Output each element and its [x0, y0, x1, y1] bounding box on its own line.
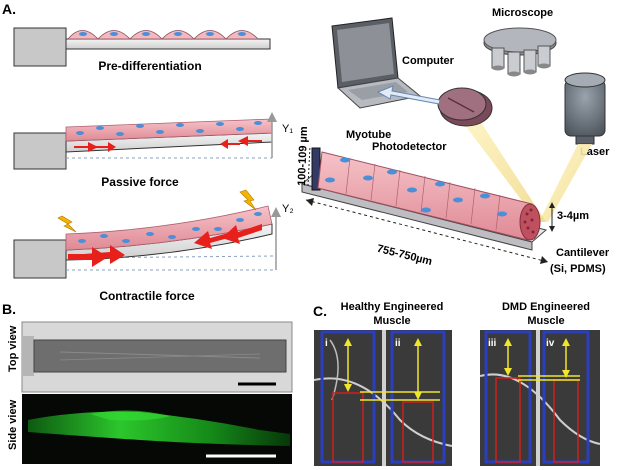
- photodetector-icon: [437, 87, 493, 127]
- myotube-cross-section: [519, 203, 541, 241]
- stage-pre-differentiation: Pre-differentiation: [13, 27, 271, 73]
- stimulus-bolt-icon: [57, 189, 257, 233]
- label-healthy-line1: Healthy Engineered: [341, 301, 444, 313]
- frame-label-iii: iii: [488, 338, 497, 349]
- cell-nuclei: [76, 121, 262, 136]
- contractile-force-arrows: [68, 224, 262, 267]
- label-computer: Computer: [402, 55, 455, 67]
- stage-label-passive: Passive force: [101, 175, 179, 189]
- frame-label-i: i: [325, 338, 328, 349]
- label-photodetector: Photodetector: [372, 141, 447, 153]
- cell-nuclei: [79, 32, 246, 36]
- label-length: 755-750µm: [376, 243, 434, 268]
- setup-diagram: Computer Microscope Laser: [296, 7, 610, 275]
- side-view-micrograph: [22, 394, 292, 464]
- stage-passive-force: Y₁ Passive force: [13, 112, 293, 189]
- fluorescent-myotube: [28, 411, 290, 446]
- label-side-view: Side view: [7, 399, 19, 450]
- cantilever-slab-side: [301, 183, 533, 251]
- label-microscope: Microscope: [492, 7, 553, 19]
- cell-nuclei: [78, 212, 262, 243]
- cantilever-top-view: [34, 340, 286, 372]
- laser-icon: [564, 72, 606, 145]
- panel-a-label: A.: [2, 1, 16, 17]
- label-dmd-line2: Muscle: [527, 315, 564, 327]
- cross-section-dots: [523, 208, 535, 234]
- label-healthy-line2: Muscle: [373, 315, 410, 327]
- clamp-block: [13, 132, 67, 170]
- stage-label-contractile: Contractile force: [99, 289, 195, 303]
- top-view-micrograph: [21, 321, 293, 393]
- microscope-icon: [483, 27, 557, 77]
- label-dmd-line1: DMD Engineered: [502, 301, 590, 313]
- reflected-laser-beam: [452, 108, 546, 222]
- label-top-view: Top view: [7, 325, 19, 372]
- panel-c-label: C.: [313, 303, 327, 319]
- label-cantilever-material: (Si, PDMS): [550, 263, 606, 275]
- cantilever-beam: [65, 38, 271, 50]
- passive-position-line: [65, 255, 276, 259]
- label-myotube: Myotube: [346, 129, 391, 141]
- y2-label: Y₂: [282, 203, 294, 215]
- healthy-micrographs: i ii: [313, 330, 453, 466]
- signal-arrow: [376, 85, 441, 105]
- cell-nuclei: [325, 157, 507, 217]
- dmd-micrographs: iii iv: [479, 330, 601, 466]
- myotube-striations: [345, 157, 501, 231]
- stage-contractile-force: Y₂ Contractile force: [13, 189, 294, 303]
- clamp-block: [13, 239, 67, 279]
- incident-laser-beam: [540, 144, 592, 222]
- myotube-layer: [65, 205, 273, 251]
- undifferentiated-cells: [67, 30, 259, 40]
- clamp-block: [13, 27, 67, 67]
- y1-label: Y₁: [282, 123, 293, 135]
- passive-force-arrows: [74, 136, 262, 152]
- stage-label-pre: Pre-differentiation: [98, 59, 201, 73]
- frame-label-iv: iv: [546, 338, 555, 349]
- panel-b-label: B.: [2, 301, 16, 317]
- frame-label-ii: ii: [395, 338, 401, 349]
- label-thickness: 3-4µm: [557, 210, 589, 222]
- label-width: 100-109 µm: [296, 126, 310, 186]
- label-cantilever: Cantilever: [556, 247, 610, 259]
